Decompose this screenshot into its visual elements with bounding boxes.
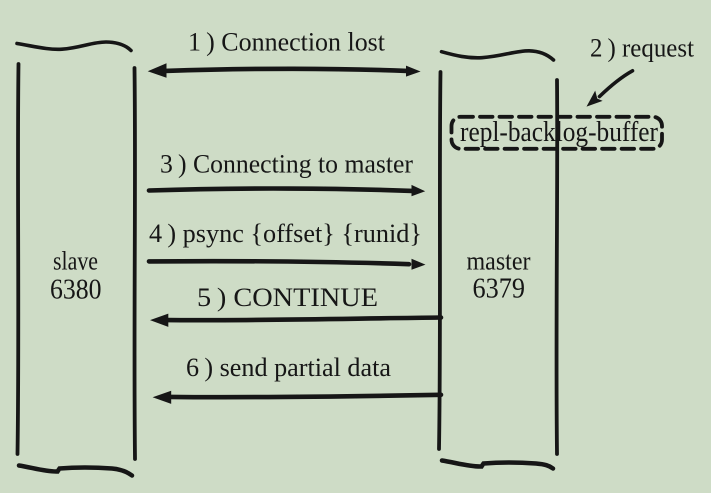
svg-text:6379: 6379	[473, 274, 526, 305]
svg-text:4 ) psync {offset} {runid}: 4 ) psync {offset} {runid}	[149, 219, 422, 248]
svg-text:master: master	[467, 246, 531, 276]
svg-text:2 ) request: 2 ) request	[590, 34, 695, 63]
svg-text:slave: slave	[53, 246, 98, 276]
svg-text:6380: 6380	[50, 274, 102, 305]
svg-text:5 ) CONTINUE: 5 ) CONTINUE	[197, 283, 378, 312]
svg-text:1 ) Connection lost: 1 ) Connection lost	[188, 28, 386, 57]
svg-text:3 ) Connecting to master: 3 ) Connecting to master	[160, 150, 413, 179]
svg-text:repl-backlog-buffer: repl-backlog-buffer	[460, 116, 658, 148]
svg-text:6 ) send partial data: 6 ) send partial data	[186, 353, 391, 382]
